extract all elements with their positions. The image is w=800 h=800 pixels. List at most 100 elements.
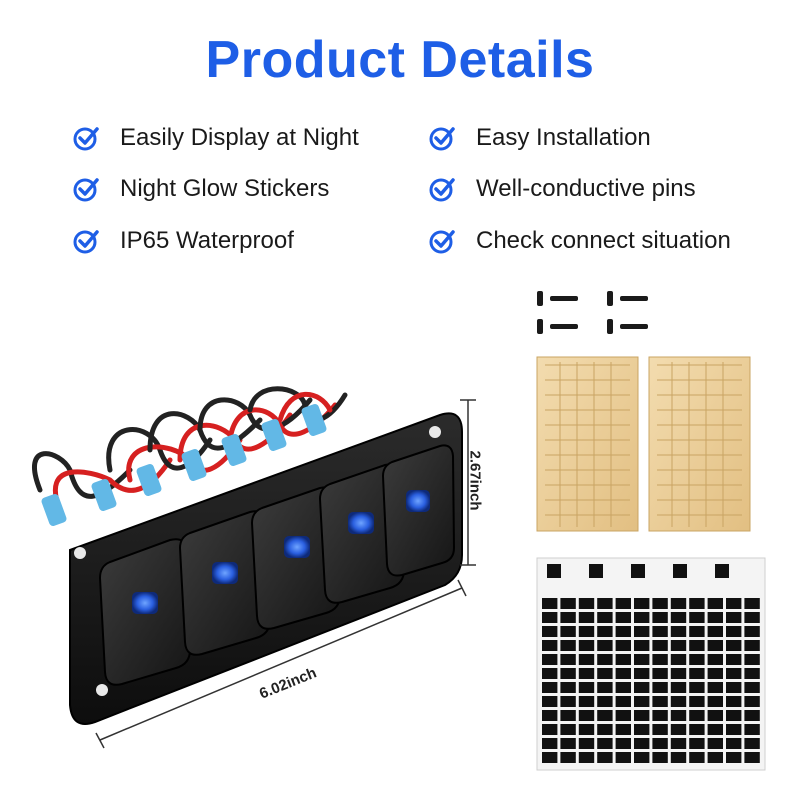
sticker-label [542, 696, 558, 707]
sticker-label [726, 598, 742, 609]
sticker-label [689, 710, 705, 721]
sticker-label [560, 696, 576, 707]
sticker-label [689, 612, 705, 623]
sticker-label [726, 640, 742, 651]
sticker-label [744, 668, 760, 679]
page-title: Product Details [205, 31, 595, 89]
feature-list: Easily Display at Night Easy Installatio… [0, 0, 800, 270]
sticker-label [652, 626, 668, 637]
sticker-label [744, 738, 760, 749]
sticker-label [670, 724, 687, 735]
screw [537, 291, 578, 306]
feature-item: Well-conductive pins [428, 175, 696, 203]
sticker-label [560, 598, 576, 609]
mount-hole [429, 426, 441, 438]
screw [607, 319, 648, 334]
screw-set [537, 291, 648, 334]
sticker-label [670, 640, 687, 651]
sticker-label [670, 696, 687, 707]
sticker-label [597, 682, 613, 693]
sticker-label [615, 696, 631, 707]
rocker-switch [318, 463, 406, 604]
sticker-label [652, 696, 668, 707]
sticker-label [726, 724, 742, 735]
feature-label: Night Glow Stickers [120, 175, 330, 202]
rocker-switch [178, 510, 272, 656]
sticker-label [707, 668, 723, 679]
sticker-label [542, 612, 558, 623]
sticker-label [726, 738, 742, 749]
sticker-label [689, 738, 705, 749]
sticker-label [707, 724, 723, 735]
sticker-label [652, 612, 668, 623]
sticker-label [597, 752, 613, 763]
sticker-label [615, 710, 631, 721]
width-dimension [95, 579, 467, 749]
sticker-label [578, 682, 595, 693]
sticker-label [578, 598, 595, 609]
sticker-label [670, 626, 687, 637]
sticker-label [744, 640, 760, 651]
sticker-label [542, 626, 558, 637]
sticker-label [634, 724, 650, 735]
sticker-label [726, 612, 742, 623]
sticker-label [707, 710, 723, 721]
wire-connectors [41, 403, 327, 527]
sticker-label [560, 710, 576, 721]
sticker-label [597, 640, 613, 651]
sticker-label [726, 682, 742, 693]
height-dimension [460, 399, 476, 566]
sticker-label [652, 710, 668, 721]
sticker-label [707, 752, 723, 763]
sticker-label [578, 738, 595, 749]
rocker-switch [98, 538, 192, 686]
check-circle-icon [73, 127, 99, 151]
sticker-label [560, 682, 576, 693]
sticker-label [707, 640, 723, 651]
sticker-label [634, 640, 650, 651]
sticker-label [744, 654, 760, 665]
sticker-label [578, 752, 595, 763]
sticker-label [615, 626, 631, 637]
sticker-label [652, 752, 668, 763]
sticker-label [542, 668, 558, 679]
sticker-label [652, 724, 668, 735]
sticker-label [560, 724, 576, 735]
sticker-label [634, 654, 650, 665]
check-circle-icon [73, 230, 99, 254]
sticker-label [652, 668, 668, 679]
sticker-icon [715, 564, 729, 578]
screw [607, 291, 648, 306]
sticker-label [744, 612, 760, 623]
sticker-label [578, 654, 595, 665]
sticker-label [744, 724, 760, 735]
sticker-label [652, 738, 668, 749]
sticker-label [670, 752, 687, 763]
sticker-label [670, 598, 687, 609]
sticker-label [634, 696, 650, 707]
feature-item: Easy Installation [428, 124, 651, 152]
sticker-label [542, 682, 558, 693]
sticker-icon [589, 564, 603, 578]
sticker-label [542, 598, 558, 609]
sticker-label [689, 724, 705, 735]
sticker-label [615, 598, 631, 609]
sticker-label [597, 598, 613, 609]
sticker-label [744, 598, 760, 609]
sticker-label [707, 682, 723, 693]
sticker-label [597, 626, 613, 637]
sticker-label [634, 612, 650, 623]
sticker-label [615, 724, 631, 735]
sticker-label [634, 626, 650, 637]
sticker-label [597, 612, 613, 623]
sticker-icon [547, 564, 561, 578]
sticker-label [542, 738, 558, 749]
sticker-label [707, 598, 723, 609]
sticker-label [689, 668, 705, 679]
sticker-label [578, 668, 595, 679]
sticker-label [578, 612, 595, 623]
rocker-switch [381, 444, 456, 577]
check-circle-icon [429, 127, 455, 151]
check-circle-icon [73, 178, 99, 202]
sticker-label [726, 752, 742, 763]
